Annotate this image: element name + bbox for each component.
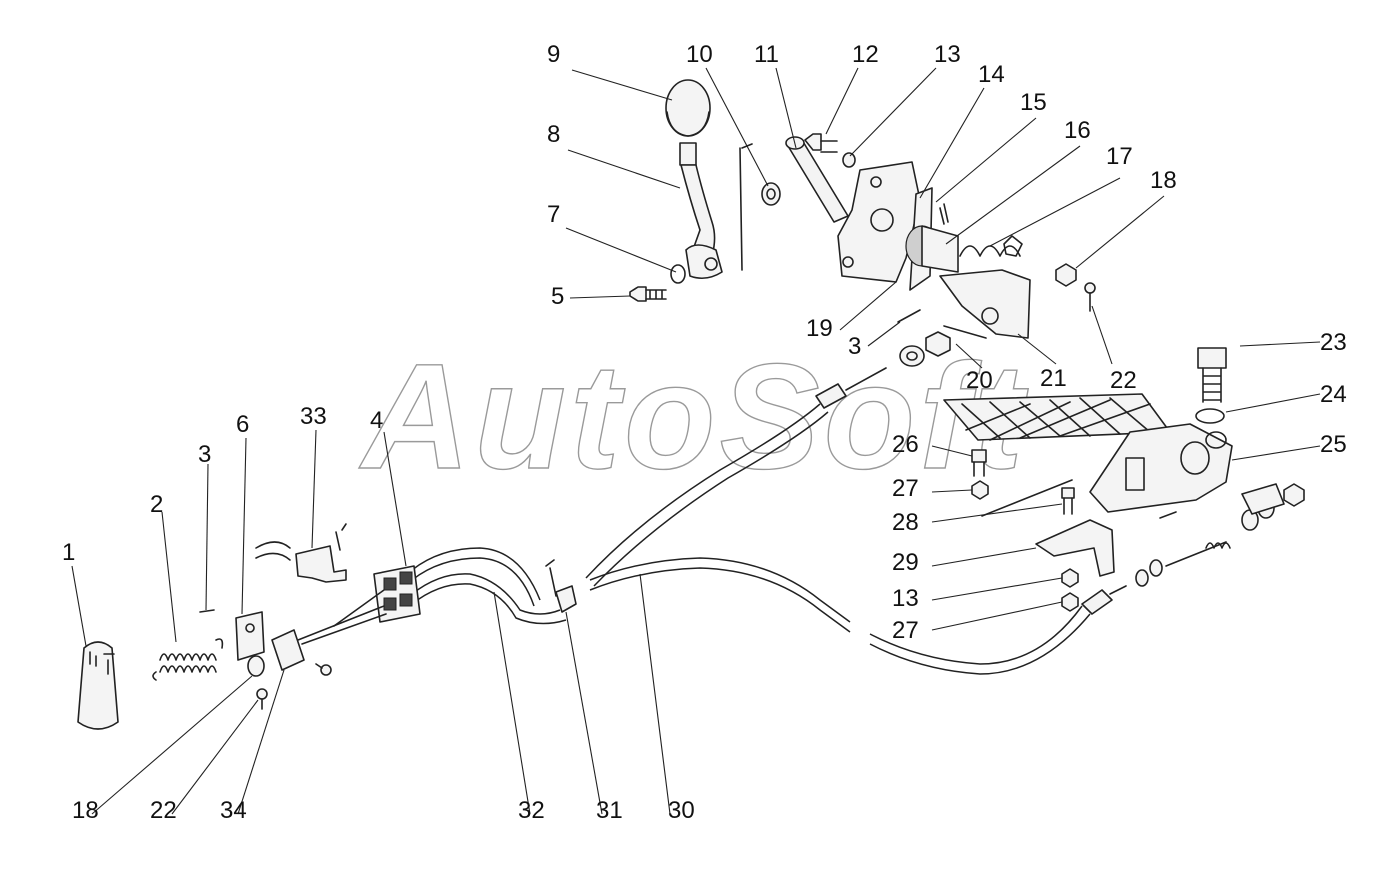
callout-7: 7 [547, 201, 560, 228]
callout-3-lower: 3 [198, 441, 211, 468]
callout-31: 31 [596, 797, 623, 824]
callout-27-lower: 27 [892, 617, 919, 644]
part-13-washer-lower [1061, 568, 1079, 588]
part-28-bolt [981, 479, 1075, 517]
callout-16: 16 [1064, 117, 1091, 144]
part-34-sleeve [271, 629, 305, 671]
callout-2: 2 [150, 491, 163, 518]
part-2-spring [152, 638, 224, 681]
cable-end-fittings-right [1135, 483, 1305, 587]
callout-15: 15 [1020, 89, 1047, 116]
small-screw-lower [315, 663, 332, 676]
leader-lines [71, 67, 1321, 815]
part-20-washer-nut [899, 325, 987, 367]
part-1-handle [77, 641, 119, 730]
callout-3-upper: 3 [848, 333, 861, 360]
callout-4: 4 [370, 407, 383, 434]
part-33-part [255, 523, 347, 583]
part-16-pin [939, 203, 949, 225]
callout-20: 20 [966, 367, 993, 394]
part-31-clamp [545, 559, 577, 613]
part-29-bracket [1035, 519, 1115, 577]
part-27-nut-lower [1061, 592, 1079, 612]
callout-6: 6 [236, 411, 249, 438]
callout-8: 8 [547, 121, 560, 148]
part-32-cable-pair [411, 547, 567, 625]
callout-19: 19 [806, 315, 833, 342]
part-23-bolt [1197, 347, 1227, 403]
part-7-washer [670, 264, 686, 284]
callout-27-upper: 27 [892, 475, 919, 502]
part-3-cotter-lower [199, 609, 215, 613]
callout-30: 30 [668, 797, 695, 824]
callout-26: 26 [892, 431, 919, 458]
part-22-screw-upper [1084, 282, 1096, 312]
part-11-shaft [785, 136, 849, 223]
callout-24: 24 [1320, 381, 1347, 408]
callout-10: 10 [686, 41, 713, 68]
callout-17: 17 [1106, 143, 1133, 170]
part-30-upper-cable [585, 367, 887, 587]
callout-33: 33 [300, 403, 327, 430]
callout-18-lower: 18 [72, 797, 99, 824]
part-3-cotter-upper [897, 309, 921, 323]
part-8-lever [679, 142, 723, 280]
callout-5: 5 [551, 283, 564, 310]
watermark: AutoSoft [358, 332, 1029, 500]
callout-1: 1 [62, 539, 75, 566]
part-18-nut-upper [1055, 263, 1077, 287]
part-24-washer [1195, 408, 1225, 424]
part-13-nut [842, 152, 856, 168]
inner-wires [297, 589, 387, 645]
part-5-bolt [629, 286, 667, 302]
callout-13-lower: 13 [892, 585, 919, 612]
callout-21: 21 [1040, 365, 1067, 392]
part-12-bolt [804, 133, 838, 153]
callout-9: 9 [547, 41, 560, 68]
callout-34: 34 [220, 797, 247, 824]
callout-22: 22 [1110, 367, 1137, 394]
part-30-cable [589, 557, 1127, 675]
part-10-pin [739, 143, 781, 271]
callout-11: 11 [754, 41, 779, 68]
part-26-bolt [971, 449, 987, 477]
callout-14: 14 [978, 61, 1005, 88]
callout-28: 28 [892, 509, 919, 536]
callout-32: 32 [518, 797, 545, 824]
part-18-nut-lower [247, 655, 265, 677]
part-22-screw-lower [256, 688, 268, 710]
callout-29: 29 [892, 549, 919, 576]
callout-23: 23 [1320, 329, 1347, 356]
part-27-nut-upper [971, 480, 989, 500]
part-4-bracket [373, 565, 421, 623]
part-14-plate [837, 161, 921, 283]
callout-22-lower: 22 [150, 797, 177, 824]
callout-12: 12 [852, 41, 879, 68]
part-9-knob [665, 79, 711, 137]
part-25-pedal [943, 393, 1233, 513]
part-6-plate [235, 611, 265, 661]
callout-25: 25 [1320, 431, 1347, 458]
part-17-bracket-assembly [905, 225, 1031, 339]
callout-18: 18 [1150, 167, 1177, 194]
callout-labels: 9 10 11 12 13 14 15 16 17 18 8 7 5 19 3 … [62, 41, 1347, 824]
callout-13: 13 [934, 41, 961, 68]
